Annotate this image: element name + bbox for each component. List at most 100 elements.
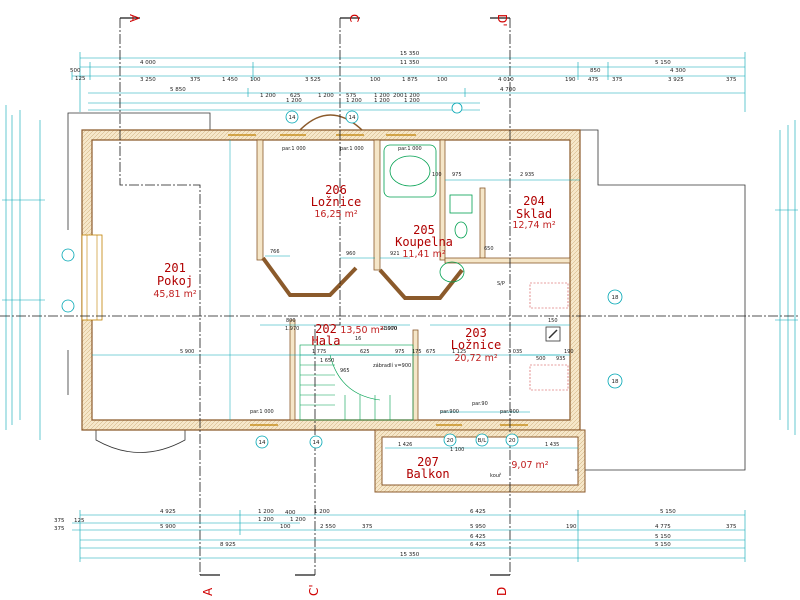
dim-top-r2b-2: 4 300 xyxy=(670,68,686,74)
dim-top-r3-2: 375 xyxy=(190,77,201,83)
dim-top-r5a-6: 1 200 xyxy=(404,93,420,99)
dim-1970-a: 1.970 xyxy=(285,326,299,332)
dim-1970-b: 1.970 xyxy=(383,326,397,332)
dim-bot-r1-0: 4 925 xyxy=(160,509,176,515)
dim-bot-r2-left: 375 xyxy=(54,526,65,532)
bay-window-206 xyxy=(299,114,363,131)
building-walls xyxy=(81,129,586,493)
callout-18-a: 18 xyxy=(612,295,619,301)
dim-766: 766 xyxy=(270,249,280,255)
dim-top-r3-11: 475 xyxy=(588,77,599,83)
callout-18-b: 18 xyxy=(612,379,619,385)
dim-bot-overall: 15 350 xyxy=(400,552,420,558)
dim-par-h: par.900 xyxy=(500,409,519,415)
heater-markers xyxy=(529,282,569,391)
windows-top xyxy=(228,134,528,426)
dim-975: 975 xyxy=(452,172,462,178)
dim-top-r5b-0: 1 200 xyxy=(286,98,302,104)
stairs xyxy=(299,344,414,421)
room-205-area: 11,41 m² xyxy=(402,249,445,260)
dim-bot-r2-7: 375 xyxy=(726,524,737,530)
dim-top-r3-3: 1 450 xyxy=(222,77,238,83)
dim-top-r5a-0: 1 200 xyxy=(260,93,276,99)
dim-top-r2-1: 11 350 xyxy=(400,60,420,66)
bottom-dimensions xyxy=(72,510,746,562)
dim-bot-r1b-1: 125 xyxy=(74,518,85,524)
dim-top-r4-1: 4 700 xyxy=(500,87,516,93)
dim-top-r3-1: 3 250 xyxy=(140,77,156,83)
dim-bot-r2-2: 2 550 xyxy=(320,524,336,530)
dim-par-e: par.900 xyxy=(440,409,459,415)
section-label-a-top: A xyxy=(127,14,141,23)
label-level: +3000 xyxy=(380,326,397,332)
dim-bot-r1b-3: 400 xyxy=(285,510,296,516)
dim-top-r3-0: 125 xyxy=(75,76,86,82)
dim-921: 921 xyxy=(390,251,400,257)
dim-100: 100 xyxy=(432,172,442,178)
dim-bot-r1b-4: 1 200 xyxy=(290,517,306,523)
dim-1426: 1 426 xyxy=(398,442,412,448)
dim-top-r2b-0: 500 xyxy=(70,68,81,74)
room-202-number: 202 xyxy=(315,322,337,336)
side-dimensions xyxy=(2,105,798,440)
dim-965: 965 xyxy=(340,368,350,374)
dim-190: 190 xyxy=(564,349,574,355)
dim-top-r3-6: 100 xyxy=(370,77,381,83)
room-202-area: 13,50 m² xyxy=(340,325,383,336)
callouts xyxy=(61,102,623,449)
callout-14-b: 14 xyxy=(349,115,356,121)
dim-top-r3-9: 4 010 xyxy=(498,77,514,83)
room-203-area: 20,72 m² xyxy=(454,353,497,364)
dim-top-r2-2: 5 150 xyxy=(655,60,671,66)
dim-bot-r1b-0: 375 xyxy=(54,518,65,524)
room-202-name: Hala xyxy=(312,334,341,348)
label-kour: kouř xyxy=(490,472,502,479)
section-label-c-top: C xyxy=(347,14,361,22)
dim-150: 150 xyxy=(548,318,558,324)
dim-top-r3-5: 3 525 xyxy=(305,77,321,83)
dim-bot-r1-1: 1 200 xyxy=(258,509,274,515)
dim-800: 800 xyxy=(286,318,296,324)
dim-bot-r4-0: 8 925 xyxy=(220,542,236,548)
dim-top-r5a-3: 575 xyxy=(346,93,357,99)
section-label-d-prime-top: D' xyxy=(495,14,509,27)
callout-14-c: 14 xyxy=(259,440,266,446)
room-203-number: 203 xyxy=(465,326,487,340)
dim-top-r3-7: 1 875 xyxy=(402,77,418,83)
interior-dimension-texts: par.1 000 par.1 000 par.1 000 975 100 2 … xyxy=(180,146,574,479)
room-204-number: 204 xyxy=(523,194,545,208)
dim-625: 625 xyxy=(360,349,370,355)
dim-175: 175 xyxy=(412,349,422,355)
dim-top-r3-13: 3 925 xyxy=(668,77,684,83)
section-label-a-bottom: A xyxy=(201,587,215,596)
dim-top-r5b-2: 1 200 xyxy=(374,98,390,104)
dim-675: 675 xyxy=(426,349,436,355)
room-204-name: Sklad xyxy=(516,207,552,221)
dim-975-b: 975 xyxy=(395,349,405,355)
dim-1435: 1 435 xyxy=(545,442,559,448)
room-labels: 201 Pokoj 45,81 m² 206 Ložnice 16,25 m² … xyxy=(153,183,555,481)
dim-960: 960 xyxy=(346,251,356,257)
callout-20-a: 20 xyxy=(447,438,454,444)
dim-bot-r3-0: 6 425 xyxy=(470,534,486,540)
callout-14-d: 14 xyxy=(313,440,320,446)
dim-top-r4-0: 5 850 xyxy=(170,87,186,93)
dim-bot-r1-4: 5 150 xyxy=(660,509,676,515)
dim-bot-r4-2: 5 150 xyxy=(655,542,671,548)
room-206-area: 16,25 m² xyxy=(314,209,357,220)
dim-bot-r1-2: 1 200 xyxy=(314,509,330,515)
dim-par-d: par.1 000 xyxy=(250,409,274,415)
dim-top-r5a-2: 1 200 xyxy=(318,93,334,99)
room-205-name: Koupelna xyxy=(395,235,453,249)
dim-top-r2b-1: 850 xyxy=(590,68,601,74)
dim-par-g: par.90 xyxy=(472,401,488,407)
terrace-outlines xyxy=(67,112,746,471)
dim-bot-r2-1: 100 xyxy=(280,524,291,530)
label-sp: S/P xyxy=(497,281,505,287)
bathroom-fixtures xyxy=(383,144,473,283)
dim-top-r3-8: 100 xyxy=(437,77,448,83)
dim-935: 935 xyxy=(556,356,566,362)
room-206-number: 206 xyxy=(325,183,347,197)
dim-bot-r2-0: 5 900 xyxy=(160,524,176,530)
dim-1650: 1 650 xyxy=(320,358,334,364)
